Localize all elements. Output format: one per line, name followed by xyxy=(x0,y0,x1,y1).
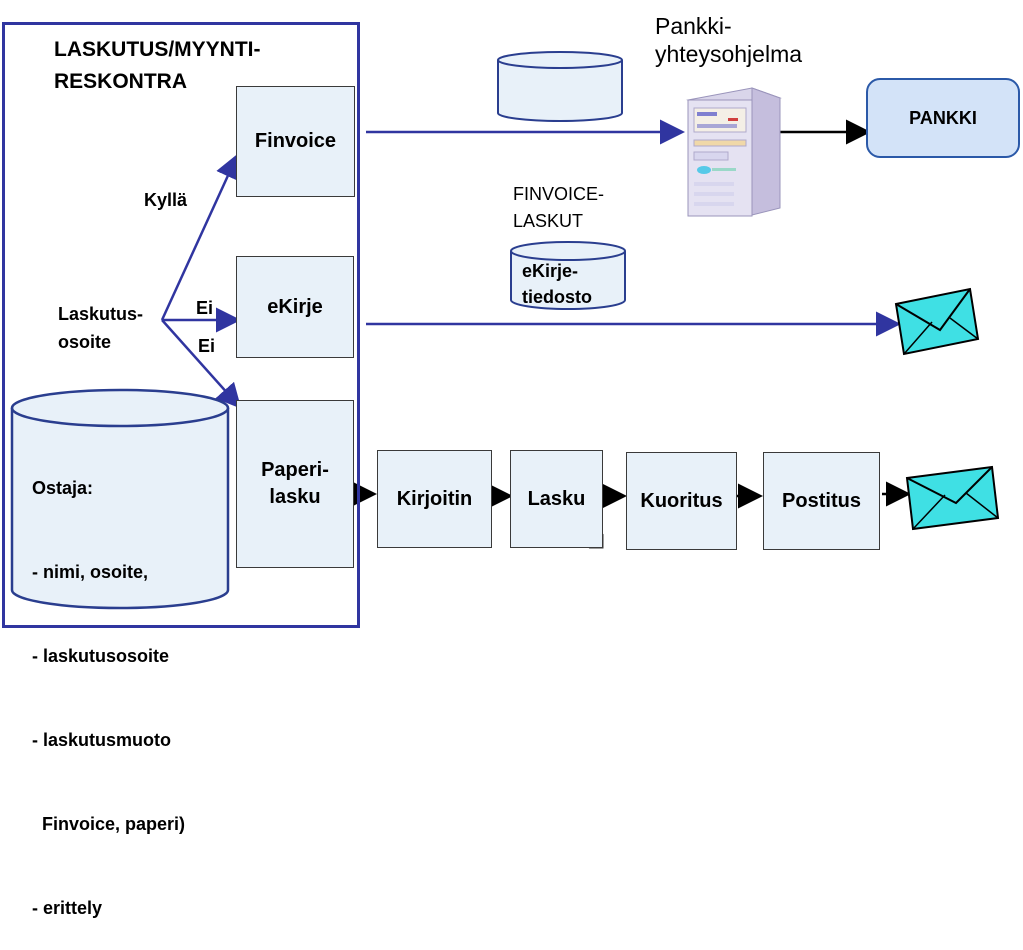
ekirje-tiedosto-label: eKirje- tiedosto xyxy=(522,261,592,307)
envelope-icon-bottom xyxy=(905,465,1000,531)
laskutus-frame xyxy=(2,22,360,628)
finvoice-storage-icon xyxy=(497,51,623,122)
kirjoitin-box[interactable]: Kirjoitin xyxy=(377,450,492,548)
ekirje-storage-icon xyxy=(510,241,626,310)
finvoice-box[interactable]: Finvoice xyxy=(236,86,355,197)
frame-title: LASKUTUS/MYYNTI- RESKONTRA xyxy=(54,38,261,93)
ostaja-line: Finvoice, paperi) xyxy=(32,814,186,834)
kuoritus-box[interactable]: Kuoritus xyxy=(626,452,737,550)
ostaja-line: - laskutusosoite xyxy=(32,646,170,666)
ei-label-2: Ei xyxy=(198,336,216,356)
envelope-icon xyxy=(894,287,980,356)
ekirje-box[interactable]: eKirje xyxy=(236,256,354,358)
ostaja-line: - laskutusmuoto xyxy=(32,730,172,750)
ostaja-heading: Ostaja: xyxy=(32,478,94,498)
lasku-box[interactable]: Lasku xyxy=(510,450,603,548)
arrow-kylla xyxy=(160,153,240,321)
laskutusosoite-label: Laskutus- osoite xyxy=(58,304,144,352)
ei-label-1: Ei xyxy=(196,298,214,318)
kylla-label: Kyllä xyxy=(144,190,188,210)
pankkiyhteysohjelma-label: Pankki- yhteysohjelma xyxy=(655,13,803,67)
server-icon xyxy=(686,87,782,217)
ostaja-database-icon xyxy=(10,388,230,610)
finvoice-laskut-label: FINVOICE- LASKUT xyxy=(513,184,605,231)
ostaja-database-text: Ostaja: - nimi, osoite, - laskutusosoite… xyxy=(14,418,185,950)
arrow-ei-paperi xyxy=(161,319,242,409)
postitus-box[interactable]: Postitus xyxy=(763,452,880,550)
ostaja-line: - erittely xyxy=(32,898,103,918)
pankki-box[interactable]: PANKKI xyxy=(866,78,1020,158)
ostaja-line: - nimi, osoite, xyxy=(32,562,149,582)
diagram-canvas xyxy=(10,51,1000,610)
paperilasku-box[interactable]: Paperi- lasku xyxy=(236,400,354,568)
